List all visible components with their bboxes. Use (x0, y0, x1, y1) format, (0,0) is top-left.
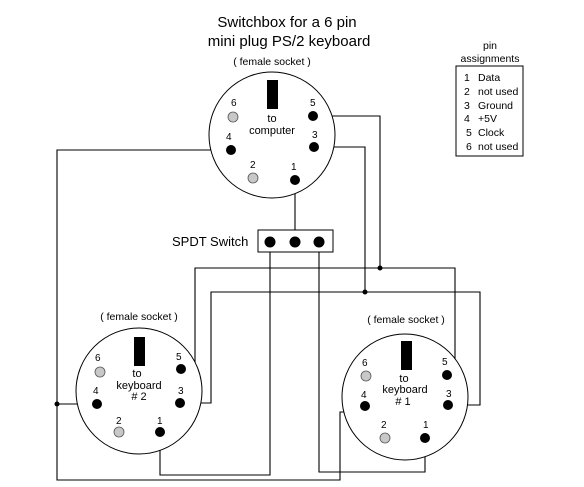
legend-label-4: +5V (478, 113, 497, 125)
kbd2-pin-1-label: 1 (157, 416, 163, 427)
computer-pin-5 (308, 111, 318, 121)
kbd2-pin-3-label: 3 (178, 386, 184, 397)
kbd2-pin-1 (155, 427, 165, 437)
kbd1-pin-6-unused (360, 370, 372, 382)
pin-assignments-legend: pin assignments 1 Data 2 not used 3 Grou… (455, 40, 524, 157)
socket-computer-label-1: to (267, 113, 276, 125)
kbd1-pin-3 (443, 400, 453, 410)
computer-pin-3 (309, 142, 319, 152)
socket-kbd2-caption: ( female socket ) (100, 311, 178, 323)
computer-pin-2-unused (247, 172, 259, 184)
socket-kbd1-caption: ( female socket ) (367, 314, 445, 326)
legend-label-5: Clock (478, 127, 505, 139)
kbd2-pin-5-label: 5 (176, 352, 182, 363)
kbd1-pin-4-label: 4 (361, 390, 367, 401)
junction-dot (54, 401, 60, 407)
socket-kbd1-label-3: # 1 (395, 396, 410, 408)
computer-pin-4 (226, 145, 236, 155)
computer-pin-1-label: 1 (291, 162, 297, 173)
socket-kbd1-body (341, 333, 469, 461)
junction-dot (377, 265, 383, 271)
socket-computer-label-2: computer (249, 125, 295, 137)
computer-pin-1 (290, 175, 300, 185)
kbd1-pin-5 (442, 370, 452, 380)
switch-terminal-right (313, 236, 325, 248)
legend-num-5: 5 (466, 127, 472, 139)
switch-label: SPDT Switch (172, 234, 248, 249)
socket-keyboard-2: ( female socket ) to keyboard # 2 6 5 4 … (75, 311, 203, 455)
legend-num-6: 6 (466, 141, 472, 153)
title-line-1: Switchbox for a 6 pin (217, 14, 356, 31)
legend-label-3: Ground (478, 100, 513, 112)
spdt-switch: SPDT Switch (172, 229, 334, 253)
kbd1-pin-4 (360, 401, 370, 411)
kbd1-pin-2-label: 2 (381, 420, 387, 431)
switch-terminal-left (264, 236, 276, 248)
socket-kbd2-body (75, 327, 203, 455)
kbd1-pin-1-label: 1 (423, 420, 429, 431)
computer-pin-5-label: 5 (310, 98, 316, 109)
kbd1-pin-2-unused (379, 432, 391, 444)
kbd1-pin-3-label: 3 (446, 389, 452, 400)
socket-kbd1-label-2: keyboard (382, 384, 427, 396)
wire-clock-kbd1 (194, 267, 456, 368)
socket-kbd2-label-2: keyboard (116, 380, 161, 392)
computer-pin-2-label: 2 (250, 160, 256, 171)
kbd1-pin-6-label: 6 (362, 358, 368, 369)
switch-terminal-common (289, 236, 301, 248)
title-line-2: mini plug PS/2 keyboard (208, 33, 371, 50)
kbd2-pin-6-label: 6 (95, 353, 101, 364)
junction-dot (362, 289, 368, 295)
socket-kbd2-label-1: to (132, 368, 141, 380)
socket-computer-key (267, 80, 278, 109)
legend-num-4: 4 (464, 113, 470, 125)
legend-header-1: pin (483, 40, 497, 52)
kbd2-pin-2-unused (113, 426, 125, 438)
kbd1-pin-1 (420, 433, 430, 443)
socket-kbd1-key (401, 341, 412, 370)
legend-num-3: 3 (464, 100, 470, 112)
kbd2-pin-3 (175, 398, 185, 408)
kbd2-pin-2-label: 2 (116, 416, 122, 427)
legend-num-1: 1 (464, 72, 470, 84)
computer-pin-3-label: 3 (312, 130, 318, 141)
kbd1-pin-5-label: 5 (442, 357, 448, 368)
computer-pin-6-label: 6 (231, 98, 237, 109)
socket-computer-body (208, 71, 336, 199)
legend-header-2: assignments (461, 53, 520, 65)
socket-computer: ( female socket ) to computer 6 5 4 3 2 … (208, 56, 336, 199)
kbd2-pin-4 (92, 399, 102, 409)
computer-pin-4-label: 4 (226, 132, 232, 143)
legend-label-2: not used (478, 86, 518, 98)
socket-computer-caption: ( female socket ) (233, 56, 311, 68)
socket-keyboard-1: ( female socket ) to keyboard # 1 6 5 4 … (341, 314, 469, 461)
kbd2-pin-5 (176, 364, 186, 374)
legend-label-1: Data (478, 72, 500, 84)
legend-box (455, 65, 524, 157)
socket-kbd1-label-1: to (399, 373, 408, 385)
socket-kbd2-key (134, 337, 145, 366)
socket-kbd2-label-3: # 2 (131, 391, 146, 403)
legend-label-6: not used (478, 141, 518, 153)
kbd2-pin-6-unused (94, 366, 106, 378)
legend-num-2: 2 (464, 86, 470, 98)
wire-data-switch-to-kbd2 (159, 242, 271, 476)
computer-pin-6-unused (227, 111, 239, 123)
wire-clock-computer (313, 115, 381, 268)
kbd2-pin-4-label: 4 (93, 386, 99, 397)
